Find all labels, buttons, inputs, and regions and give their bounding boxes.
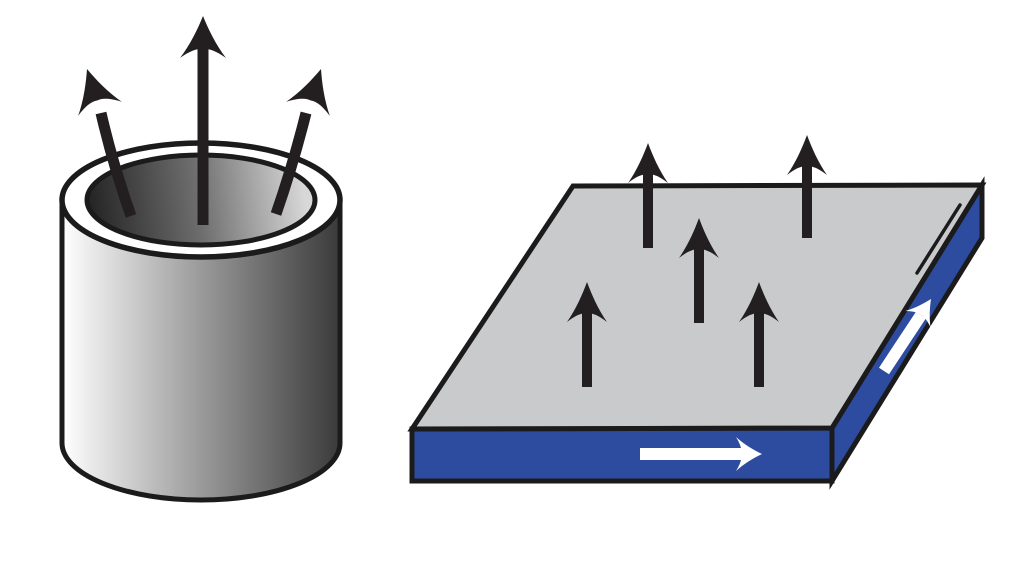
current-arrow-side-head <box>905 299 931 328</box>
current-arrow-front <box>640 437 762 471</box>
plate-edge-highlight <box>915 203 962 275</box>
flux-arrow-left <box>78 69 137 218</box>
field-arrow-5 <box>739 282 779 387</box>
flux-arrow-center-head <box>180 16 226 58</box>
current-arrow-front-head <box>736 437 762 471</box>
flux-arrow-right-head <box>286 69 330 117</box>
field-arrow-1 <box>628 143 668 248</box>
field-arrow-2 <box>787 135 827 238</box>
field-arrow-head <box>679 218 719 258</box>
current-arrow-side <box>878 299 931 375</box>
flux-arrow-left-shaft <box>95 111 137 218</box>
flux-arrow-center <box>180 16 226 225</box>
current-arrow-front-shaft <box>640 448 742 460</box>
field-arrow-4 <box>567 282 607 387</box>
flux-arrow-right-shaft <box>270 111 312 216</box>
field-arrow-head <box>787 135 827 175</box>
cylinder-figure <box>59 16 343 503</box>
plate-front-face <box>409 425 835 484</box>
field-arrow-head <box>567 282 607 322</box>
field-arrow-head <box>739 282 779 322</box>
flux-arrow-right <box>270 69 330 216</box>
plate-figure <box>407 135 987 490</box>
current-arrow-side-shaft <box>878 311 927 375</box>
field-arrow-3 <box>679 218 719 323</box>
flux-arrow-left-head <box>78 69 122 117</box>
field-arrow-head <box>628 143 668 183</box>
